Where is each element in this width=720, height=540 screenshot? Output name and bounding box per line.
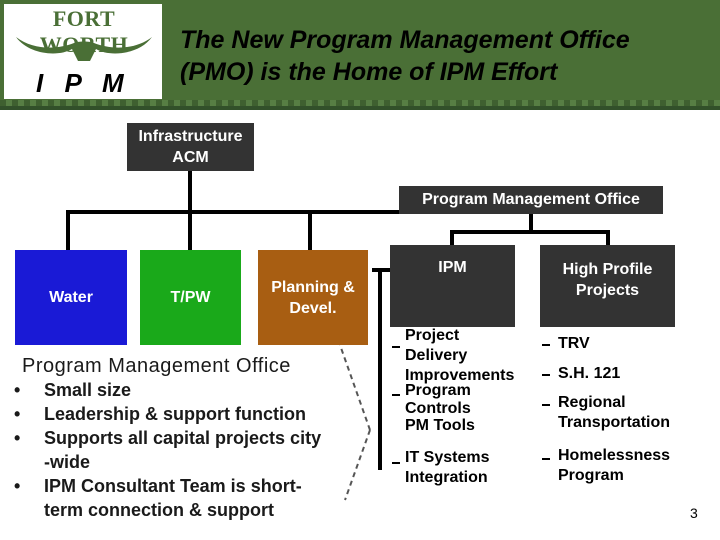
longhorn-icon — [16, 37, 152, 61]
bullet-text: term connection & support — [44, 500, 275, 520]
ipm-item-dash — [392, 462, 400, 464]
fort-worth-logo: FORT WORTH I P M — [4, 4, 162, 99]
planning-label-1: Planning & — [271, 278, 355, 296]
hpp-item-line: S.H. 121 — [558, 365, 621, 382]
bullet-text: -wide — [44, 452, 91, 472]
ipm-item-line: Controls — [405, 400, 471, 417]
hpp-item-trv: TRV — [558, 334, 590, 354]
bullet-text: IPM Consultant Team is short- — [44, 476, 302, 496]
ipm-item-it-systems: IT Systems Integration — [405, 448, 489, 488]
pmo-bullet: • Leadership & support function — [14, 402, 364, 426]
title-line-1: The New Program Management Office — [180, 26, 630, 54]
ipm-item-line: Delivery — [405, 347, 468, 364]
bullet-dot: • — [14, 404, 21, 424]
infra-label-2: ACM — [172, 149, 209, 166]
ipm-item-line: Program — [405, 382, 471, 399]
pmo-bullet-list: • Small size • Leadership & support func… — [14, 378, 364, 522]
infrastructure-acm-box: Infrastructure ACM — [127, 123, 254, 171]
hpp-label-1: High Profile — [562, 261, 653, 278]
pmo-bullet: • Small size — [14, 378, 364, 402]
ipm-item-line: Improvements — [405, 367, 515, 384]
page-number: 3 — [690, 505, 698, 521]
ipm-logo-text: I P M — [36, 68, 131, 98]
hpp-item-line: Homelessness — [558, 447, 671, 464]
ipm-item-line: Project — [405, 327, 460, 344]
ipm-item-program-controls: Program Controls — [405, 382, 471, 418]
pmo-box: Program Management Office — [399, 186, 663, 214]
hpp-item-dash — [542, 458, 550, 460]
hpp-item-line: Transportation — [558, 414, 671, 431]
high-profile-projects-box: High Profile Projects — [540, 245, 675, 327]
slide-header: FORT WORTH I P M The New Program Managem… — [0, 0, 720, 110]
hpp-item-sh121: S.H. 121 — [558, 364, 620, 384]
hpp-item-line: Regional — [558, 394, 626, 411]
ipm-item-line: IT Systems — [405, 449, 490, 466]
bullet-text: Supports all capital projects city — [44, 428, 322, 448]
bullet-dot: • — [14, 428, 21, 448]
title-line-2: (PMO) is the Home of IPM Effort — [180, 58, 558, 86]
infra-label-1: Infrastructure — [138, 128, 243, 145]
hpp-item-dash — [542, 374, 550, 376]
tpw-box: T/PW — [140, 250, 241, 345]
slide-title: The New Program Management Office (PMO) … — [170, 24, 710, 88]
pmo-bullet: • IPM Consultant Team is short- term con… — [14, 474, 364, 522]
bullet-dot: • — [14, 476, 21, 496]
ipm-item-line: PM Tools — [405, 417, 475, 434]
bullet-text: Small size — [44, 380, 132, 400]
hpp-item-dash — [542, 404, 550, 406]
ipm-item-project-delivery: Project Delivery Improvements — [405, 326, 514, 386]
hpp-item-line: Program — [558, 467, 624, 484]
planning-label-2: Devel. — [289, 299, 337, 317]
ipm-item-pm-tools: PM Tools — [405, 416, 475, 436]
ipm-item-line: Integration — [405, 469, 488, 486]
hpp-item-homelessness: Homelessness Program — [558, 446, 670, 486]
hpp-item-line: TRV — [558, 335, 590, 352]
bullet-text: Leadership & support function — [44, 404, 307, 424]
ipm-item-dash — [392, 346, 400, 348]
pmo-callout-title: Program Management Office — [22, 355, 291, 377]
hpp-label-2: Projects — [575, 282, 640, 299]
pmo-bullet: • Supports all capital projects city -wi… — [14, 426, 364, 474]
hpp-item-regional-transportation: Regional Transportation — [558, 393, 670, 433]
ipm-item-dash — [392, 394, 400, 396]
planning-devel-box: Planning & Devel. — [258, 250, 368, 345]
ipm-box: IPM — [390, 245, 515, 327]
hpp-item-dash — [542, 344, 550, 346]
bullet-dot: • — [14, 380, 21, 400]
water-box: Water — [15, 250, 127, 345]
